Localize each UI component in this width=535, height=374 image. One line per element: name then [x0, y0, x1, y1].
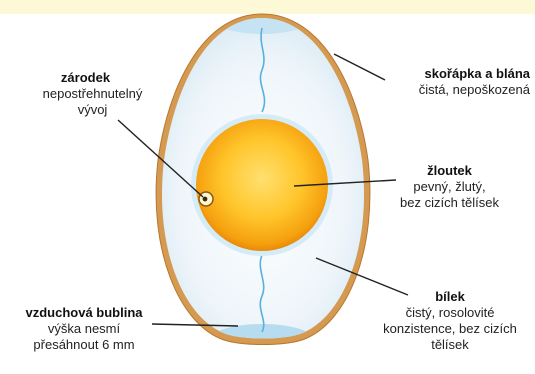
albumen-title: bílek	[370, 289, 530, 305]
air-cell-title: vzduchová bublina	[4, 305, 164, 321]
embryo-label: zárodek nepostřehnutelný vývoj	[8, 70, 163, 118]
shell-label: skořápka a blána čistá, nepoškozená	[360, 66, 530, 98]
yolk-title: žloutek	[382, 163, 517, 179]
embryo-dot	[203, 197, 208, 202]
shell-title: skořápka a blána	[360, 66, 530, 82]
embryo-desc: nepostřehnutelný vývoj	[8, 86, 163, 118]
yolk-label: žloutek pevný, žlutý, bez cizích tělísek	[382, 163, 517, 211]
air-cell-desc: výška nesmí přesáhnout 6 mm	[4, 321, 164, 353]
albumen-desc: čistý, rosolovité konzistence, bez cizíc…	[370, 305, 530, 353]
shell-desc: čistá, nepoškozená	[360, 82, 530, 98]
embryo-title: zárodek	[8, 70, 163, 86]
yolk-desc: pevný, žlutý, bez cizích tělísek	[382, 179, 517, 211]
air-cell-label: vzduchová bublina výška nesmí přesáhnout…	[4, 305, 164, 353]
albumen-label: bílek čistý, rosolovité konzistence, bez…	[370, 289, 530, 353]
